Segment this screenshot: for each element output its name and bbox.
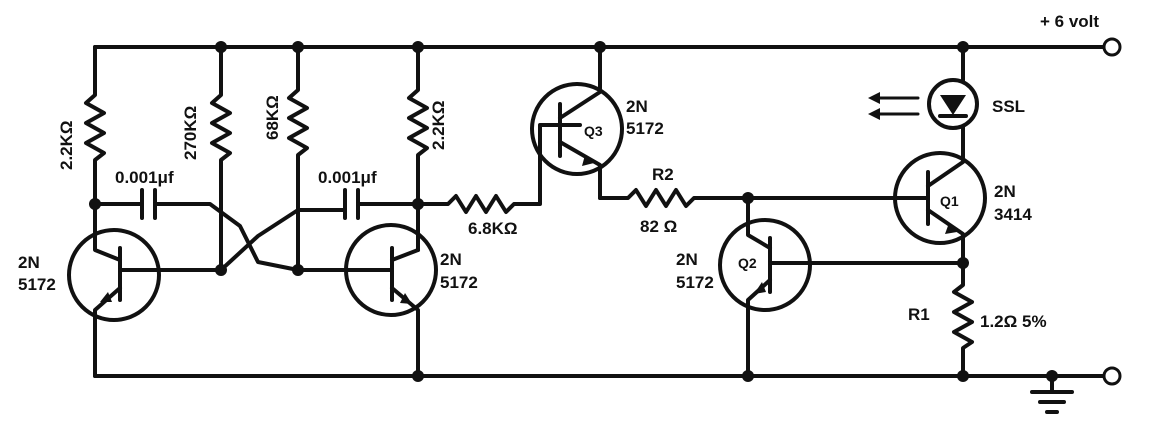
resistor-r2-label: R2 — [652, 165, 674, 184]
transistor-middle-type-1: 2N — [440, 250, 462, 269]
transistor-q3-type-2: 5172 — [626, 119, 664, 138]
junction-dots — [89, 41, 1058, 382]
transistor-q1 — [893, 151, 987, 265]
resistor-270k — [210, 45, 232, 272]
resistor-r1-value: 1.2Ω 5% — [980, 312, 1047, 331]
supply-terminal — [1102, 37, 1122, 57]
transistor-q2-type-2: 5172 — [676, 273, 714, 292]
light-emission-arrows — [868, 92, 920, 120]
transistor-middle-type-2: 5172 — [440, 273, 478, 292]
transistor-q2 — [718, 196, 965, 378]
transistor-middle — [296, 223, 438, 378]
transistor-q3 — [530, 45, 624, 200]
transistor-q1-label: Q1 — [940, 193, 959, 209]
transistor-left — [67, 202, 223, 378]
resistor-6k8 — [416, 123, 582, 214]
resistor-270k-label: 270KΩ — [181, 106, 200, 160]
resistor-2k2-right-label: 2.2KΩ — [429, 100, 448, 150]
transistor-q1-type-1: 2N — [994, 182, 1016, 201]
capacitor-right-label: 0.001μf — [318, 168, 377, 187]
ssl-led — [927, 45, 979, 162]
resistor-r2-value: 82 Ω — [640, 217, 677, 236]
resistor-r1-label: R1 — [908, 305, 930, 324]
transistor-left-type-2: 5172 — [18, 275, 56, 294]
transistor-q3-label: Q3 — [584, 123, 603, 139]
transistor-left-type-1: 2N — [18, 253, 40, 272]
ssl-label: SSL — [992, 97, 1025, 116]
resistor-68k — [287, 45, 309, 272]
capacitor-left-label: 0.001μf — [115, 168, 174, 187]
transistor-q2-label: Q2 — [738, 255, 757, 271]
resistor-r1 — [952, 261, 974, 378]
resistor-6k8-label: 6.8KΩ — [468, 219, 518, 238]
transistor-q2-type-1: 2N — [676, 250, 698, 269]
resistor-68k-label: 68KΩ — [263, 95, 282, 140]
resistor-r2 — [598, 188, 897, 208]
transistor-q3-type-1: 2N — [626, 97, 648, 116]
cross-coupling-wire — [219, 208, 347, 272]
transistor-q1-type-2: 3414 — [994, 205, 1032, 224]
ground-terminal — [1102, 366, 1122, 386]
resistor-2k2-right — [407, 45, 429, 252]
resistor-2k2-left — [84, 45, 106, 206]
resistor-2k2-left-label: 2.2KΩ — [57, 120, 76, 170]
supply-label: + 6 volt — [1040, 12, 1099, 31]
